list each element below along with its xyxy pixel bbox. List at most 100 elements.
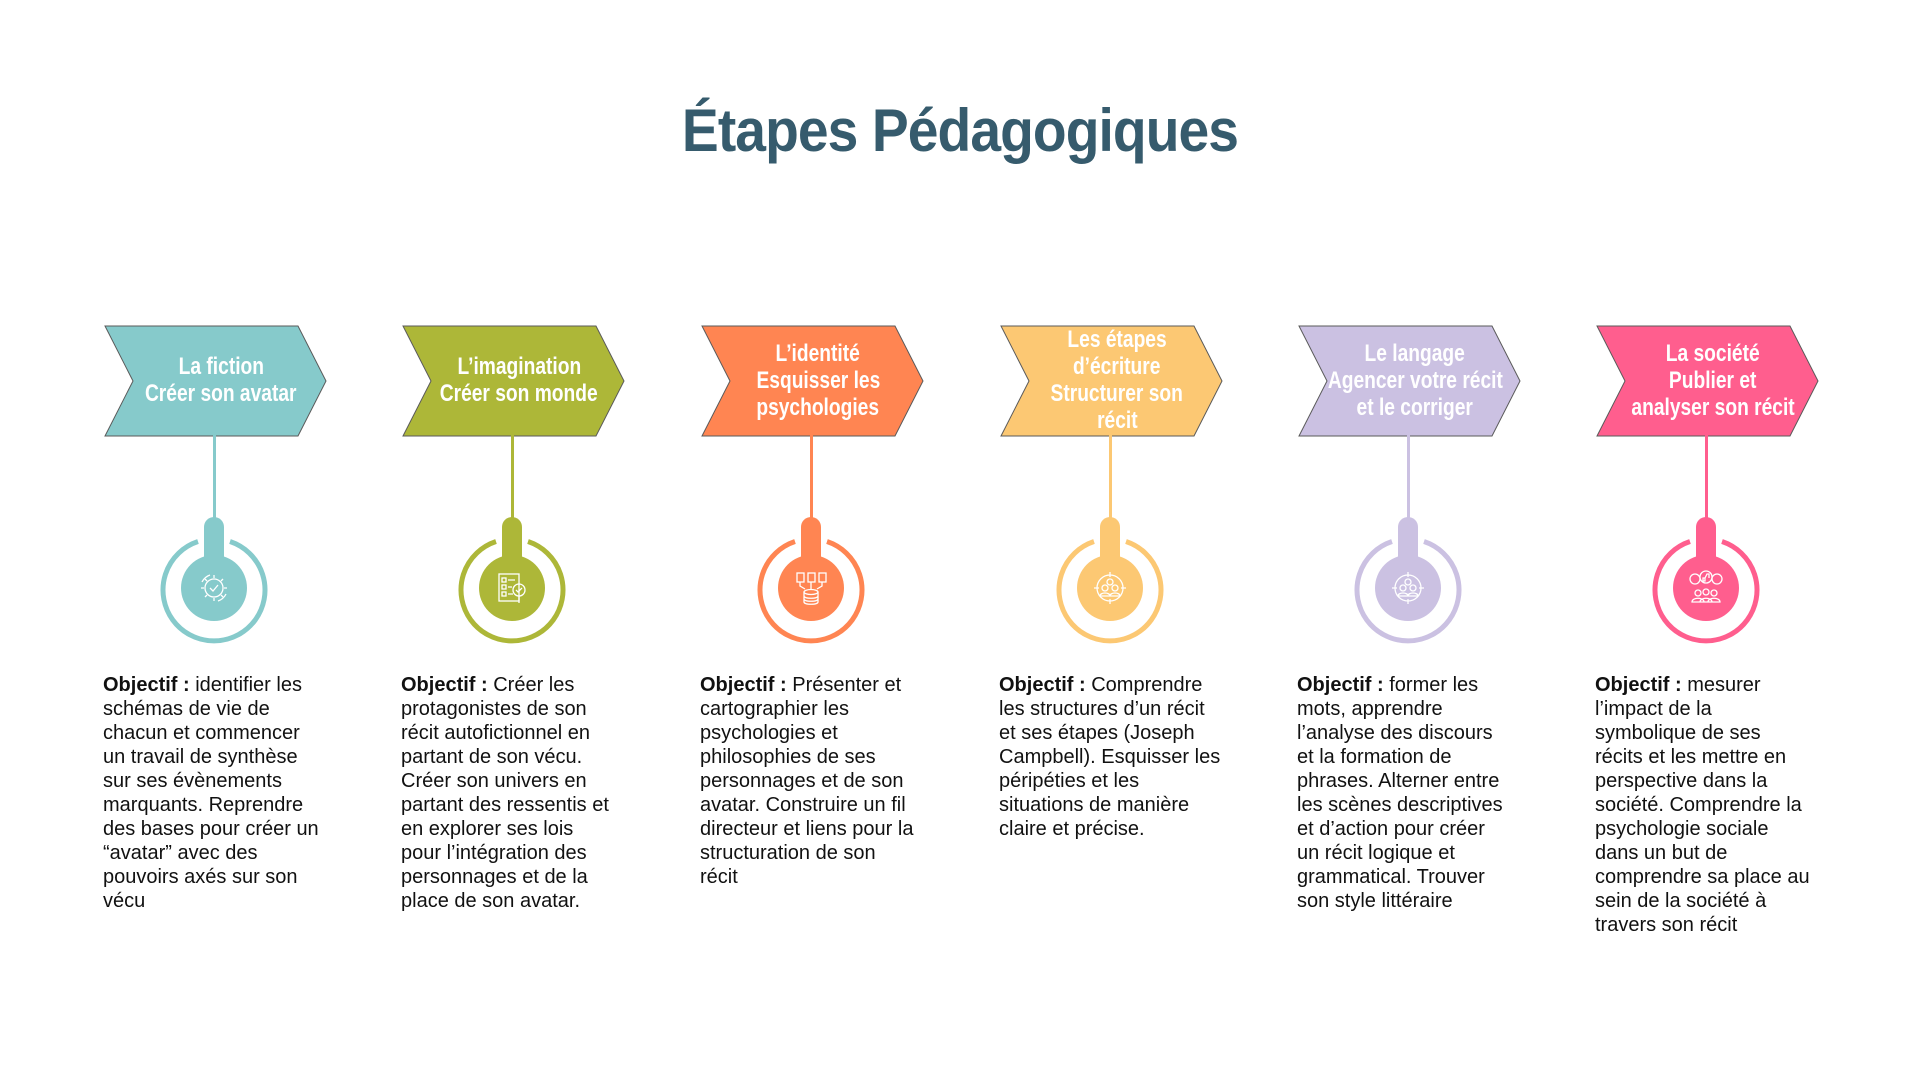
objective-label: Objectif :: [103, 674, 190, 696]
step-heading-line: L’identité: [775, 339, 861, 367]
objective-text: cartographier les: [700, 698, 849, 720]
ring-outline: [458, 539, 566, 644]
objective-text: société. Comprendre la: [1595, 794, 1802, 816]
pin-stem: [502, 517, 522, 567]
objective-text: des bases pour créer un: [103, 818, 319, 840]
step-heading-line: analyser son récit: [1631, 393, 1795, 421]
objective-text: claire et précise.: [999, 818, 1145, 840]
chevron-arrow-shape: [402, 325, 625, 437]
objective-text: un récit logique et: [1297, 842, 1455, 864]
objective-text: mesurer: [1687, 674, 1761, 696]
step-heading-line: La fiction: [178, 353, 264, 380]
step-heading-line: et le corriger: [1356, 393, 1474, 421]
connector-line: [1109, 435, 1112, 525]
ring-outline: [1056, 539, 1164, 644]
ring-outline: [160, 539, 268, 644]
objective-text: l’analyse des discours: [1297, 722, 1493, 744]
pin-stem: [1696, 517, 1716, 567]
objective-text: phrases. Alterner entre: [1297, 770, 1500, 792]
gear-check-icon: [201, 574, 227, 602]
objective-text: structuration de son: [700, 842, 876, 864]
objective-text: Comprendre: [1091, 674, 1203, 696]
objective-label: Objectif :: [1595, 674, 1682, 696]
objective-text: place de son avatar.: [401, 890, 581, 912]
checklist-search-icon: [498, 573, 526, 603]
objective-text: péripéties et les: [999, 770, 1140, 792]
objective-text: vécu: [103, 890, 146, 912]
objective-text: son style littéraire: [1297, 890, 1453, 912]
objective-text: en explorer ses lois: [401, 818, 574, 840]
objective-text: personnages et de son: [700, 770, 904, 792]
objective-text: perspective dans la: [1595, 770, 1768, 792]
objective-text: pour l’intégration des: [401, 842, 587, 864]
objective-text: grammatical. Trouver: [1297, 866, 1485, 888]
objective-text: récits et les mettre en: [1595, 746, 1787, 768]
step-heading-line: Les étapes: [1067, 326, 1167, 353]
objective-text: récit autofictionnel en: [401, 722, 591, 744]
objective-text: Présenter et: [792, 674, 902, 696]
objective-text: dans un but de: [1595, 842, 1728, 864]
objective-text: comprendre sa place au: [1595, 866, 1810, 888]
step-heading-line: psychologies: [756, 393, 880, 421]
objective-text: “avatar” avec des: [103, 842, 258, 864]
objective-text: directeur et liens pour la: [700, 818, 914, 840]
social-community-icon: [1689, 570, 1723, 603]
objective-text: Campbell). Esquisser les: [999, 746, 1221, 768]
objective-label: Objectif :: [1297, 674, 1384, 696]
objective-label: Objectif :: [401, 674, 488, 696]
objective-text: pouvoirs axés sur son: [103, 866, 298, 888]
icon-badge: [181, 555, 247, 621]
objective-text: marquants. Reprendre: [103, 794, 304, 816]
objective-text: former les: [1389, 674, 1479, 696]
ring-outline: [757, 539, 865, 644]
step-heading-line: Esquisser les: [756, 366, 880, 394]
step-heading-line: La société: [1666, 339, 1760, 367]
objective-label: Objectif :: [700, 674, 787, 696]
objective-text: et la formation de: [1297, 746, 1452, 768]
objective-text: partant des ressentis et: [401, 794, 609, 816]
objective-text: situations de manière: [999, 794, 1190, 816]
step-heading-line: Agencer votre récit: [1327, 366, 1503, 394]
step-heading-line: Créer son avatar: [145, 380, 297, 407]
ring-outline: [1652, 539, 1760, 644]
chevron-arrow-shape: [1298, 325, 1521, 437]
icon-badge: [778, 555, 844, 621]
objective-text: avatar. Construire un fil: [700, 794, 906, 816]
objective-text: psychologie sociale: [1595, 818, 1769, 840]
step-heading-line: Publier et: [1669, 366, 1757, 394]
connector-line: [810, 435, 813, 525]
step-heading-line: Créer son monde: [440, 380, 598, 407]
objective-text: identifier les: [195, 674, 302, 696]
pin-stem: [1398, 517, 1418, 567]
step-heading-line: récit: [1096, 407, 1138, 434]
chevron-arrow-shape: [701, 325, 924, 437]
pin-stem: [801, 517, 821, 567]
step-heading-line: Structurer son: [1050, 380, 1184, 407]
icon-badge: [1375, 555, 1441, 621]
objective-text: l’impact de la: [1595, 698, 1712, 720]
objective-text: et ses étapes (Joseph: [999, 722, 1195, 744]
objective-text: Créer les: [493, 674, 575, 696]
step-heading-line: Le langage: [1364, 339, 1466, 367]
icon-badge: [479, 555, 545, 621]
objective-text: sur ses évènements: [103, 770, 282, 792]
objective-text: mots, apprendre: [1297, 698, 1443, 720]
chevron-arrow-shape: [1000, 325, 1223, 437]
target-group-icon: [1094, 572, 1126, 604]
objective-text: récit: [700, 866, 738, 888]
page-title: Étapes Pédagogiques: [681, 97, 1239, 164]
